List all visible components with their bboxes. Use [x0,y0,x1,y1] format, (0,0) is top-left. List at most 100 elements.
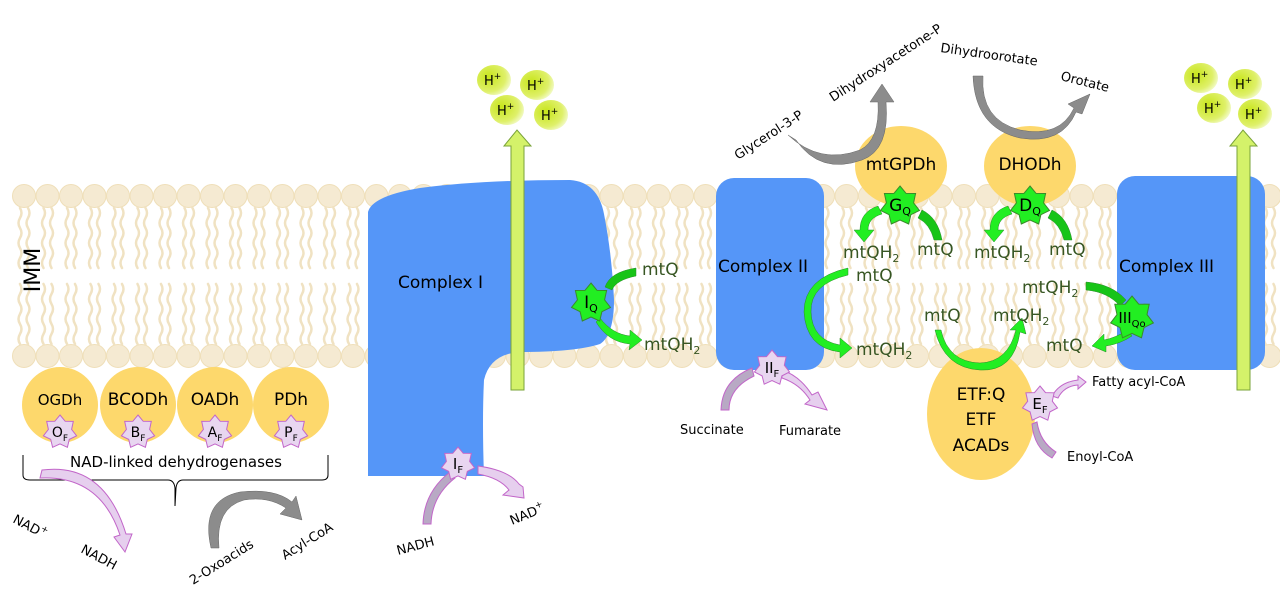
nadh-in-arrow [422,471,456,525]
lipid-tail [181,282,188,346]
enoyl-arrow [1031,421,1057,459]
lipid-tail [706,206,713,270]
lipid-tail [886,282,893,346]
complex-2 [716,178,824,370]
lipid-tail [1051,282,1057,346]
lipid-tail [40,282,47,346]
lipid-tail [847,206,854,270]
lipid-tail [824,206,830,270]
proton: H+ [520,70,554,100]
lipid-tail [213,206,219,270]
complex-3-label: Complex III [1119,257,1214,277]
fatty-acyl-arrow [1051,375,1087,399]
ogdh-label: OGDh [38,391,83,409]
svg-text:H+: H+ [497,102,514,119]
fumarate-arrow [781,369,828,411]
lipid-head [294,344,318,368]
site-label: DQ [1019,196,1041,218]
mtq-complex2: mtQ [856,266,893,286]
mtq-gq: mtQ [917,240,954,260]
lipid-tail [824,282,830,346]
lipid-tail [1004,206,1010,270]
lipid-head [59,184,83,208]
lipid-tail [189,206,196,270]
glycerol3p-label: Glycerol-3-P [732,108,806,163]
mtqh2-dq: mtQH2 [974,243,1030,265]
nadh-in-label: NADH [395,534,436,558]
lipid-tail [236,282,243,346]
mtq-dq: mtQ [1049,240,1086,260]
lipid-head [623,184,647,208]
lipid-tail [283,206,290,270]
iq-out-arrow [595,317,643,351]
lipid-head [1093,184,1117,208]
lipid-head [247,344,271,368]
etf-q-arrow [934,317,1027,371]
svg-text:H+: H+ [1191,70,1208,87]
lipid-tail [675,282,681,346]
lipid-tail [941,282,948,346]
lipid-tail [1035,282,1042,346]
star-shape [273,414,309,449]
lipid-tail [142,282,149,346]
lipid-tail [675,206,681,270]
lipid-tail [1074,282,1081,346]
lipid-tail [111,282,117,346]
lipid-head [176,344,201,368]
lipid-tail [48,282,55,346]
lipid-tail [636,282,642,346]
lipid-tail [1027,282,1034,346]
site-label: PF [284,425,298,444]
lipid-tail [1004,282,1010,346]
lipid-tail [322,206,329,270]
lipid-head [223,344,248,368]
lipid-head [952,184,976,208]
lipid-tail [95,206,102,270]
site-of: OF [42,414,78,449]
iq-in-arrow [604,267,637,291]
site-ef: EF [1021,385,1059,421]
lipid-tail [1270,282,1277,346]
lipid-tail [1262,282,1269,346]
star-shape [753,349,791,385]
lipid-tail [683,206,689,270]
complex-1 [368,180,614,476]
nad-arrow [39,468,133,554]
dhodh-label: DHODh [998,155,1061,175]
succinate-arrow [720,367,755,411]
protons-complex1: H+ H+ H+ H+ [477,65,568,130]
lipid-head [82,344,107,368]
complex-3 [1117,176,1265,370]
mtqh2-complex1: mtQH2 [644,335,700,357]
lipid-tail [698,282,705,346]
acylcoa-label: Acyl-CoA [279,520,336,563]
lipid-tail [205,282,211,346]
oxoacid-arrow [208,490,303,549]
lipid-head [294,184,318,208]
lipid-tail [346,282,352,346]
group-brace [22,455,329,507]
lipid-tail [228,206,235,270]
lipid-tail [25,282,31,346]
lipid-tail [1012,206,1018,270]
lipid-tail [87,206,94,270]
lipid-head [270,344,295,368]
proton-arrow-complex3 [1228,129,1259,391]
lipid-tail [236,206,243,270]
svg-text:H+: H+ [1204,100,1221,117]
lipid-tail [119,206,125,270]
site-pf: PF [273,414,309,449]
site-label: IIF [765,359,780,380]
group-label: NAD-linked dehydrogenases [70,453,282,471]
mtq-complex1: mtQ [642,260,679,280]
lipid-tail [213,282,219,346]
lipid-head [693,184,718,208]
lipid-head [834,184,859,208]
lipid-head [153,184,177,208]
proton: H+ [1184,63,1218,93]
lipid-head [200,184,224,208]
lipid-tail [134,282,141,346]
svg-text:H+: H+ [1235,76,1252,93]
site-label: EF [1032,395,1047,416]
lipid-head [176,184,201,208]
